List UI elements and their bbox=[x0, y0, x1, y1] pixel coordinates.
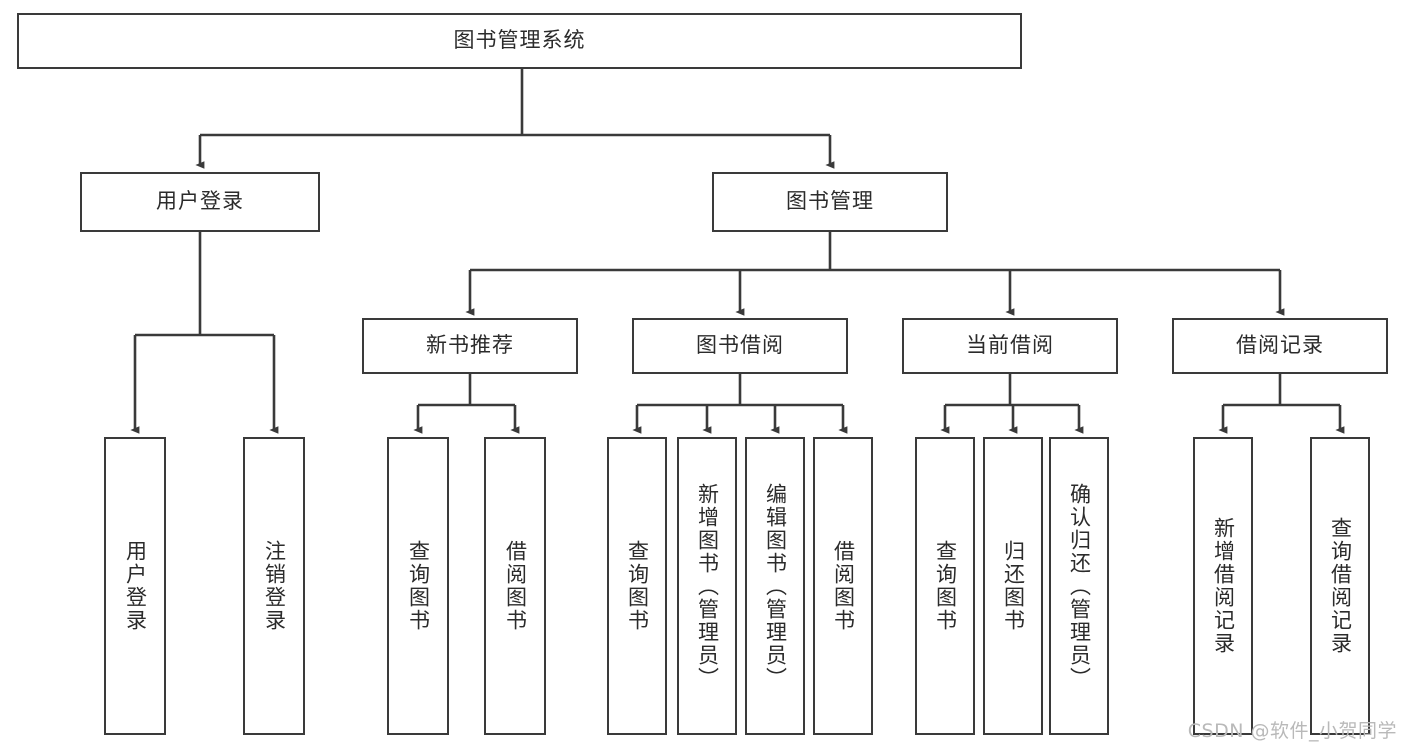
node-book-management[interactable]: 图书管理 bbox=[712, 172, 948, 232]
leaf-user-login-label: 用户登录 bbox=[123, 540, 148, 632]
node-book-borrow[interactable]: 图书借阅 bbox=[632, 318, 848, 374]
leaf-query-book-recommend-label: 查询图书 bbox=[406, 540, 431, 632]
node-borrow-records-label: 借阅记录 bbox=[1236, 333, 1324, 358]
node-user-login[interactable]: 用户登录 bbox=[80, 172, 320, 232]
node-new-book-recommend-label: 新书推荐 bbox=[426, 333, 514, 358]
leaf-logout-label: 注销登录 bbox=[262, 540, 287, 632]
leaf-borrow-book-label: 借阅图书 bbox=[831, 540, 856, 632]
leaf-query-book-current-label: 查询图书 bbox=[933, 540, 958, 632]
leaf-return-book-label: 归还图书 bbox=[1001, 540, 1026, 632]
node-book-management-label: 图书管理 bbox=[786, 189, 874, 214]
watermark: CSDN @软件_小贺同学 bbox=[1187, 720, 1397, 742]
leaf-confirm-return-admin[interactable]: 确认归还（管理员） bbox=[1049, 437, 1109, 735]
node-current-borrow-label: 当前借阅 bbox=[966, 333, 1054, 358]
leaf-borrow-book[interactable]: 借阅图书 bbox=[813, 437, 873, 735]
leaf-add-borrow-record-label: 新增借阅记录 bbox=[1211, 517, 1236, 655]
leaf-add-book-admin[interactable]: 新增图书（管理员） bbox=[677, 437, 737, 735]
leaf-borrow-book-recommend[interactable]: 借阅图书 bbox=[484, 437, 546, 735]
leaf-query-book-borrow[interactable]: 查询图书 bbox=[607, 437, 667, 735]
leaf-query-book-current[interactable]: 查询图书 bbox=[915, 437, 975, 735]
leaf-add-book-admin-label: 新增图书（管理员） bbox=[695, 482, 720, 690]
leaf-query-book-borrow-label: 查询图书 bbox=[625, 540, 650, 632]
leaf-edit-book-admin-label: 编辑图书（管理员） bbox=[763, 482, 788, 690]
node-user-login-label: 用户登录 bbox=[156, 189, 244, 214]
node-book-borrow-label: 图书借阅 bbox=[696, 333, 784, 358]
node-root-label: 图书管理系统 bbox=[453, 28, 586, 53]
leaf-query-book-recommend[interactable]: 查询图书 bbox=[387, 437, 449, 735]
node-current-borrow[interactable]: 当前借阅 bbox=[902, 318, 1118, 374]
node-borrow-records[interactable]: 借阅记录 bbox=[1172, 318, 1388, 374]
leaf-borrow-book-recommend-label: 借阅图书 bbox=[503, 540, 528, 632]
leaf-add-borrow-record[interactable]: 新增借阅记录 bbox=[1193, 437, 1253, 735]
leaf-query-borrow-record[interactable]: 查询借阅记录 bbox=[1310, 437, 1370, 735]
node-root[interactable]: 图书管理系统 bbox=[17, 13, 1022, 69]
leaf-confirm-return-admin-label: 确认归还（管理员） bbox=[1067, 482, 1092, 690]
leaf-logout[interactable]: 注销登录 bbox=[243, 437, 305, 735]
node-new-book-recommend[interactable]: 新书推荐 bbox=[362, 318, 578, 374]
leaf-return-book[interactable]: 归还图书 bbox=[983, 437, 1043, 735]
leaf-user-login[interactable]: 用户登录 bbox=[104, 437, 166, 735]
leaf-query-borrow-record-label: 查询借阅记录 bbox=[1328, 517, 1353, 655]
leaf-edit-book-admin[interactable]: 编辑图书（管理员） bbox=[745, 437, 805, 735]
